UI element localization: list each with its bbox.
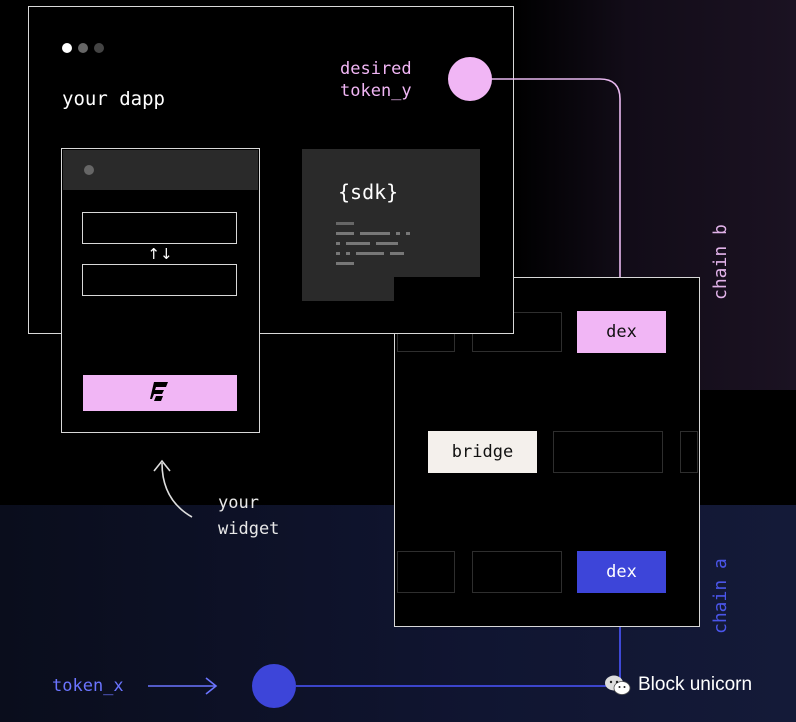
widget-input-top[interactable] <box>82 212 237 244</box>
desired-label: desired token_y <box>340 58 412 102</box>
token-x-node[interactable] <box>252 664 296 708</box>
widget-caption-line-1: your <box>218 493 259 513</box>
widget-dot-icon <box>84 165 94 175</box>
token-x-label: token_x <box>52 676 124 696</box>
desired-line-2: token_y <box>340 81 412 101</box>
dex-bottom-node[interactable]: dex <box>577 551 666 593</box>
sdk-title: {sdk} <box>338 180 399 204</box>
widget-logo-icon <box>150 382 168 401</box>
wechat-icon <box>605 675 631 695</box>
ghost-box <box>553 431 663 473</box>
widget-titlebar <box>63 150 258 190</box>
chain-a-label: chain a <box>710 558 731 634</box>
curved-arrow-icon <box>153 459 193 518</box>
token-y-node[interactable] <box>448 57 492 101</box>
widget-caption-line-2: widget <box>218 519 280 539</box>
sdk-code-lines <box>336 222 416 272</box>
sdk-box <box>302 149 480 301</box>
ghost-box <box>680 431 698 473</box>
ghost-box <box>397 551 455 593</box>
chain-divider-band <box>700 390 796 505</box>
widget-caption: your widget <box>218 490 279 542</box>
dapp-window-overlay <box>394 277 514 334</box>
swap-arrows-icon[interactable]: ↑↓ <box>140 244 180 264</box>
three-dots-icon <box>62 43 112 55</box>
widget-input-bottom[interactable] <box>82 264 237 296</box>
desired-line-1: desired <box>340 59 412 79</box>
dapp-title: your dapp <box>62 88 165 110</box>
ghost-box <box>472 551 562 593</box>
widget-submit-button[interactable] <box>83 375 237 411</box>
watermark-text: Block unicorn <box>638 674 753 695</box>
bridge-node[interactable]: bridge <box>428 431 537 473</box>
watermark: Block unicorn <box>604 672 752 698</box>
chain-b-label: chain b <box>710 224 731 300</box>
dex-top-node[interactable]: dex <box>577 311 666 353</box>
